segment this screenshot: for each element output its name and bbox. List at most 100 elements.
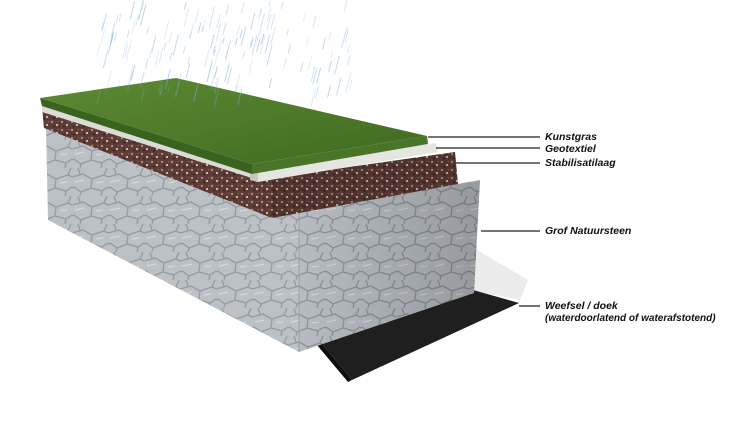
- label-stabilisatielaag: Stabilisatilaag: [545, 157, 616, 169]
- rain-streak: [270, 26, 276, 46]
- rain-streak: [190, 22, 195, 33]
- rain-streak: [214, 66, 218, 79]
- rain-streak: [139, 71, 145, 87]
- rain-streak: [174, 89, 178, 97]
- rain-streak: [213, 49, 220, 71]
- rain-streak: [264, 35, 271, 54]
- rain-streak: [348, 80, 353, 91]
- rain-streak: [127, 65, 134, 86]
- rain-streak: [109, 33, 114, 47]
- rain-streak: [234, 37, 238, 46]
- rain-streak: [194, 8, 200, 23]
- rain-streak: [210, 33, 215, 49]
- rain-streak: [240, 26, 247, 46]
- rain-streak: [189, 31, 192, 39]
- rain-streak: [310, 88, 316, 107]
- rain-streak: [168, 31, 173, 43]
- rain-streak: [330, 51, 333, 59]
- rain-streak: [175, 81, 180, 98]
- rain-streak: [172, 34, 179, 56]
- rain-streak: [225, 4, 229, 16]
- rain-streak: [206, 62, 212, 82]
- rain-streak: [130, 65, 136, 81]
- rain-streak: [310, 66, 316, 82]
- rain-streak: [334, 55, 340, 75]
- rain-streak: [215, 22, 222, 42]
- rain-streak: [258, 8, 262, 17]
- rain-streak: [344, 29, 349, 43]
- rain-streak: [213, 77, 218, 91]
- rain-streak: [167, 85, 170, 93]
- rain-streak: [249, 39, 253, 48]
- rain-streak: [135, 14, 140, 26]
- rain-streak: [327, 85, 332, 98]
- rain-streak: [144, 59, 149, 70]
- rain-streak: [113, 31, 118, 42]
- rain-streak: [102, 50, 109, 69]
- rain-streak: [224, 63, 230, 82]
- rain-streak: [256, 38, 261, 53]
- rain-streak: [258, 13, 265, 34]
- natuursteen-layer: [46, 128, 480, 352]
- rain-streak: [109, 31, 114, 44]
- rain-streak: [214, 78, 220, 95]
- rain-streak: [225, 39, 232, 61]
- rain-streak: [197, 22, 202, 34]
- rain-streak: [226, 68, 232, 84]
- rain-streak: [260, 33, 265, 45]
- rain-streak: [151, 35, 157, 53]
- rain-streak: [287, 44, 291, 55]
- rain-streak: [268, 0, 271, 8]
- rain-streak: [307, 55, 313, 71]
- stabilisatielaag-layer: [42, 108, 458, 218]
- rain-streak: [341, 27, 348, 48]
- label-kunstgras: Kunstgras: [545, 131, 597, 143]
- rain-streak: [336, 77, 342, 96]
- rain-streak: [322, 37, 327, 50]
- rain-streak: [187, 56, 191, 65]
- rain-streak: [163, 21, 170, 40]
- rain-streak: [256, 34, 260, 43]
- label-geotextiel: Geotextiel: [545, 143, 596, 155]
- rain-streak: [169, 52, 173, 61]
- rain-streak: [193, 82, 199, 102]
- rain-streak: [140, 88, 145, 102]
- rain-streak: [183, 2, 187, 10]
- rain-streak: [125, 39, 132, 62]
- rain-streak: [212, 45, 216, 53]
- rain-streak: [124, 44, 129, 58]
- rain-streak: [270, 14, 276, 30]
- rain-effect: [96, 0, 353, 108]
- rain-streak: [101, 21, 104, 31]
- rain-streak: [268, 78, 273, 89]
- kunstgras-layer: [40, 78, 428, 174]
- rain-streak: [234, 74, 241, 95]
- rain-streak: [141, 3, 145, 11]
- rain-streak: [213, 49, 216, 56]
- rain-streak: [159, 85, 164, 96]
- rain-streak: [266, 13, 272, 31]
- rain-streak: [129, 1, 136, 20]
- rain-streak: [182, 45, 186, 54]
- rain-streak: [146, 27, 149, 34]
- ground-shadow: [460, 240, 528, 300]
- rain-streak: [312, 15, 317, 28]
- label-weefsel: Weefsel / doek: [545, 300, 618, 312]
- rain-streak: [100, 27, 106, 44]
- rain-streak: [204, 49, 210, 67]
- rain-streak: [280, 1, 284, 10]
- rain-streak: [283, 57, 287, 68]
- rain-streak: [266, 6, 272, 21]
- rain-streak: [208, 6, 215, 29]
- rain-streak: [110, 22, 116, 38]
- rain-streak: [347, 46, 350, 53]
- rain-streak: [225, 50, 228, 59]
- rain-streak: [328, 60, 333, 73]
- rain-streak: [251, 36, 258, 55]
- rain-streak: [250, 12, 256, 30]
- rain-streak: [345, 71, 352, 93]
- rain-streak: [259, 35, 266, 56]
- rain-streak: [158, 79, 163, 94]
- rain-streak: [154, 50, 160, 67]
